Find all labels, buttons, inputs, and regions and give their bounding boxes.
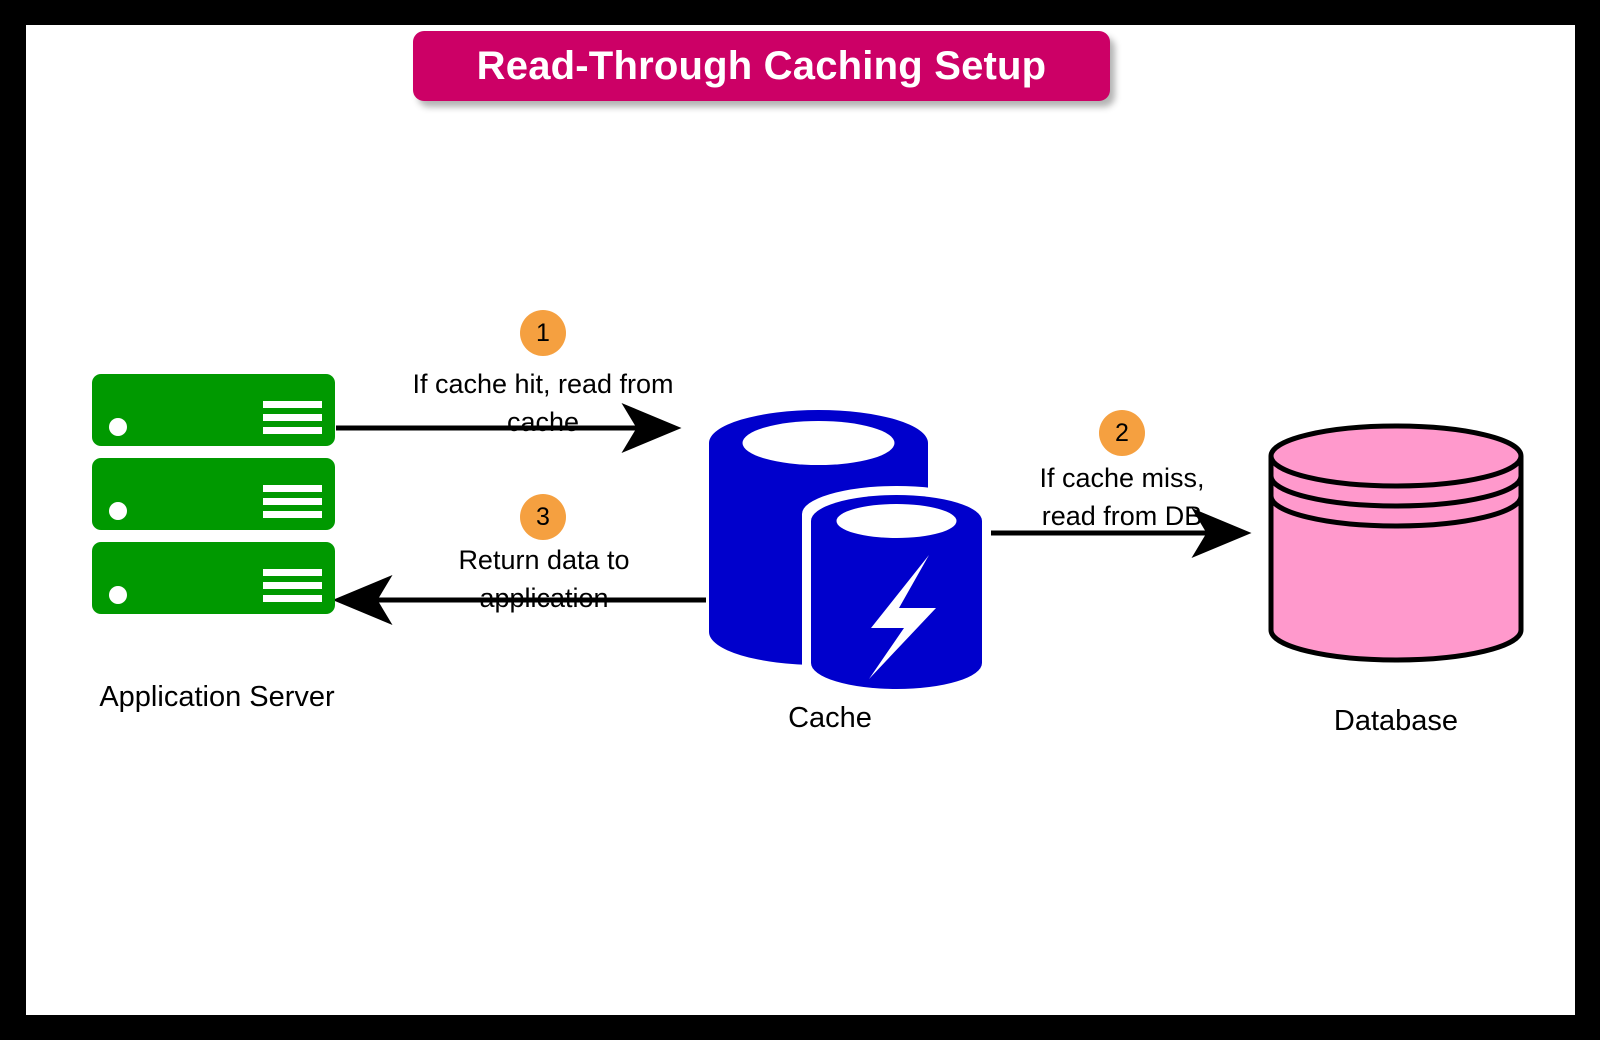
server-led-icon <box>109 586 127 604</box>
node-label-database: Database <box>1333 705 1459 737</box>
server-unit <box>92 542 335 614</box>
diagram-title-banner: Read-Through Caching Setup <box>413 31 1110 101</box>
node-cache[interactable]: Cache <box>706 410 991 734</box>
step-badge-3: 3 <box>520 494 566 540</box>
diagram-canvas: Read-Through Caching Setup <box>26 25 1575 1015</box>
node-label-cache: Cache <box>788 702 872 734</box>
cache-front-cylinder-lightning-icon <box>811 495 982 689</box>
node-label-application-server: Application Server <box>99 681 335 713</box>
server-led-icon <box>109 502 127 520</box>
page-title: Read-Through Caching Setup <box>476 43 1047 88</box>
server-unit <box>92 374 335 446</box>
step-badge-2: 2 <box>1099 410 1145 456</box>
node-database[interactable]: Database <box>1266 423 1526 737</box>
step-badge-1: 1 <box>520 310 566 356</box>
edge-label-cache-hit: If cache hit, read from cache <box>412 369 674 438</box>
server-unit <box>92 458 335 530</box>
server-vents-icon <box>263 401 322 434</box>
server-vents-icon <box>263 569 322 602</box>
server-vents-icon <box>263 485 322 518</box>
edge-label-cache-miss: If cache miss, read from DB <box>1039 463 1205 532</box>
node-application-server[interactable]: Application Server <box>92 374 342 713</box>
edge-label-return-data: Return data to application <box>458 545 630 614</box>
server-led-icon <box>109 418 127 436</box>
database-cylinder-icon <box>1268 423 1524 663</box>
